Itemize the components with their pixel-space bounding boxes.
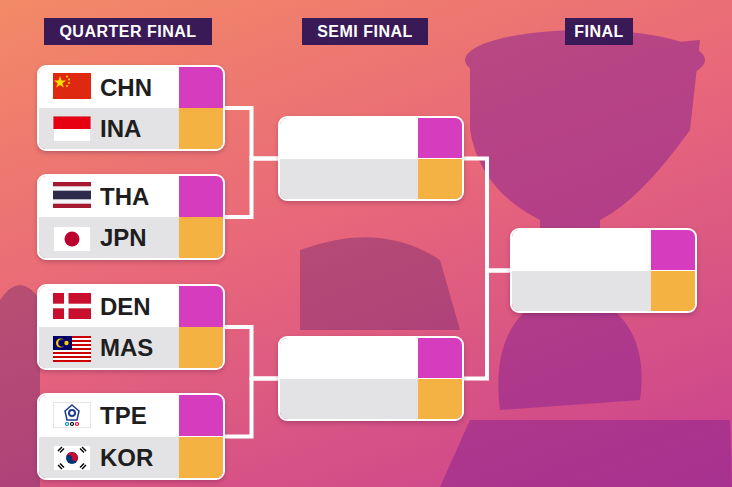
bracket-connector xyxy=(225,108,278,159)
score-cell xyxy=(179,286,223,327)
flag-icon xyxy=(53,226,91,252)
team-code: KOR xyxy=(100,444,153,472)
bracket-connector xyxy=(225,159,278,218)
team-code: INA xyxy=(100,115,141,143)
team-row xyxy=(280,379,462,420)
team-code: MAS xyxy=(100,334,153,362)
round-header: SEMI FINAL xyxy=(302,18,428,45)
score-cell xyxy=(179,395,223,436)
score-cell xyxy=(418,159,462,200)
round-title: QUARTER FINAL xyxy=(59,23,196,41)
team-row xyxy=(512,271,695,312)
bracket-connector xyxy=(225,327,278,379)
team-code: THA xyxy=(100,183,149,211)
flag-icon xyxy=(53,73,91,99)
score-cell xyxy=(179,217,223,258)
score-cell xyxy=(418,118,462,158)
score-cell xyxy=(418,379,462,420)
round-header: QUARTER FINAL xyxy=(44,18,212,45)
score-cell xyxy=(179,67,223,108)
team-row xyxy=(280,338,462,379)
match-box xyxy=(510,228,697,313)
score-cell xyxy=(418,338,462,378)
bracket-connector xyxy=(464,159,510,271)
team-row xyxy=(280,159,462,200)
flag-icon xyxy=(53,336,91,362)
flag-icon xyxy=(53,293,91,319)
match-box xyxy=(278,116,464,201)
score-cell xyxy=(179,176,223,217)
flag-icon xyxy=(53,182,91,208)
team-row xyxy=(280,118,462,159)
flag-icon xyxy=(53,402,91,428)
match-box xyxy=(278,336,464,421)
bracket-connector xyxy=(464,271,510,379)
team-code: JPN xyxy=(100,224,147,252)
team-code: CHN xyxy=(100,74,152,102)
score-cell xyxy=(179,327,223,368)
bracket-connector xyxy=(225,379,278,437)
flag-icon xyxy=(53,116,91,142)
round-title: FINAL xyxy=(574,23,624,41)
team-row xyxy=(512,230,695,271)
score-cell xyxy=(179,437,223,479)
team-code: TPE xyxy=(100,402,147,430)
score-cell xyxy=(651,271,695,312)
flag-icon xyxy=(53,445,91,471)
round-title: SEMI FINAL xyxy=(317,23,413,41)
score-cell xyxy=(179,108,223,149)
round-header: FINAL xyxy=(565,18,633,45)
team-code: DEN xyxy=(100,293,151,321)
score-cell xyxy=(651,230,695,270)
